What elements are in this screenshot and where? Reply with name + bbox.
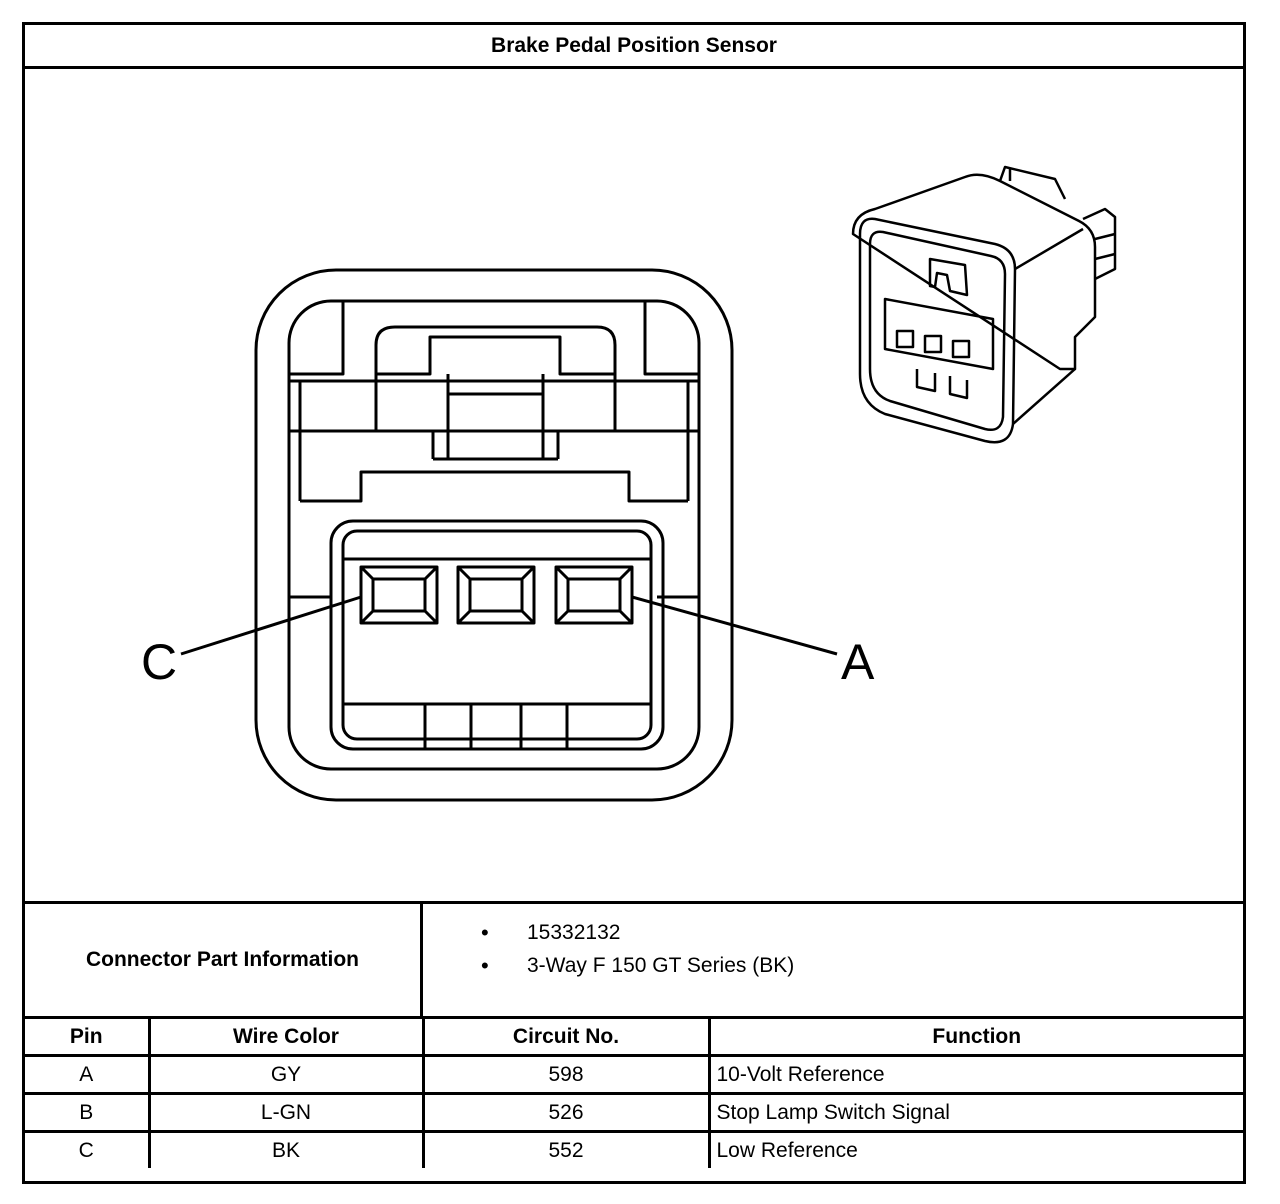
- header-pin: Pin: [25, 1019, 151, 1057]
- pin-cell: C: [25, 1130, 151, 1168]
- circuit-cell: 552: [421, 1130, 711, 1168]
- pin-label-left: C: [141, 634, 177, 690]
- pin-cell: B: [25, 1092, 151, 1133]
- pin-label-right: A: [841, 634, 875, 690]
- circuit-cell: 598: [421, 1054, 711, 1095]
- connector-isometric-view: [851, 165, 1117, 444]
- header-circuit-no: Circuit No.: [421, 1019, 711, 1057]
- connector-diagram: C A: [25, 69, 1243, 901]
- part-number: 15332132: [471, 916, 794, 949]
- function-cell: Stop Lamp Switch Signal: [707, 1092, 1243, 1133]
- leader-line-a: [631, 595, 838, 656]
- pinout-row: B L-GN 526 Stop Lamp Switch Signal: [25, 1092, 1243, 1133]
- page-title: Brake Pedal Position Sensor: [25, 25, 1243, 69]
- function-cell: 10-Volt Reference: [707, 1054, 1243, 1095]
- connector-drawing: C A: [141, 165, 1117, 802]
- function-cell: Low Reference: [707, 1130, 1243, 1168]
- connector-sheet: Brake Pedal Position Sensor: [22, 22, 1246, 1184]
- terminal-c: [359, 565, 439, 625]
- wire-color-cell: L-GN: [147, 1092, 425, 1133]
- pinout-row: A GY 598 10-Volt Reference: [25, 1054, 1243, 1095]
- connector-series: 3-Way F 150 GT Series (BK): [471, 949, 794, 982]
- wire-color-cell: GY: [147, 1054, 425, 1095]
- terminal-a: [554, 565, 634, 625]
- pinout-table: Pin Wire Color Circuit No. Function A GY…: [25, 1019, 1243, 1168]
- header-wire-color: Wire Color: [147, 1019, 425, 1057]
- header-function: Function: [707, 1019, 1243, 1057]
- pin-cell: A: [25, 1054, 151, 1095]
- connector-info-list: 15332132 3-Way F 150 GT Series (BK): [471, 916, 794, 982]
- terminal-b: [456, 565, 536, 625]
- connector-face-view: [254, 268, 734, 802]
- circuit-cell: 526: [421, 1092, 711, 1133]
- pinout-header-row: Pin Wire Color Circuit No. Function: [25, 1019, 1243, 1057]
- wire-color-cell: BK: [147, 1130, 425, 1168]
- pinout-row: C BK 552 Low Reference: [25, 1130, 1243, 1168]
- connector-part-information: Connector Part Information 15332132 3-Wa…: [25, 901, 1243, 1019]
- connector-info-label: Connector Part Information: [25, 904, 423, 1016]
- leader-line-c: [180, 595, 362, 656]
